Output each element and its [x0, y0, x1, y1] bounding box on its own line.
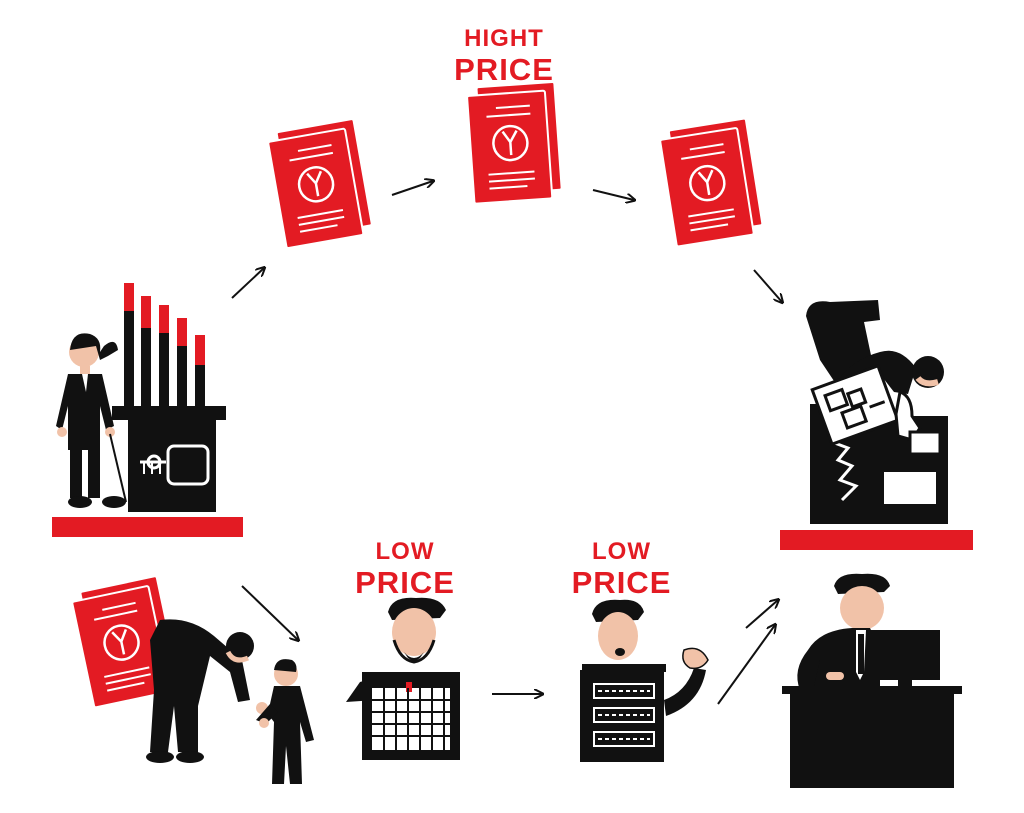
low-price-label-left: LOW PRICE	[349, 538, 461, 600]
arrow-icon	[753, 269, 782, 302]
vendor-forms-scene	[580, 599, 709, 762]
businesswoman-icon	[56, 333, 127, 508]
desk-icon	[782, 686, 962, 788]
document-icon	[657, 117, 766, 248]
arrow-icon	[241, 585, 298, 640]
computer-monitor-icon	[870, 630, 940, 692]
office-worker-icon	[797, 573, 890, 690]
vendor-calendar-scene	[346, 597, 460, 760]
high-price-line2: PRICE	[454, 52, 554, 87]
arrow-icon	[592, 189, 634, 200]
high-price-label: HIGHT PRICE	[448, 25, 560, 87]
red-platform-right	[780, 530, 973, 550]
handshake-scene	[146, 619, 314, 784]
calendar-grid-icon	[362, 672, 460, 760]
document-icon	[265, 117, 375, 250]
form-stack-icon	[580, 670, 664, 762]
low-price-left-line2: PRICE	[355, 565, 455, 600]
red-platform-left	[52, 517, 243, 537]
arrow-icon	[717, 625, 775, 705]
arrow-icon	[231, 268, 264, 299]
low-price-label-right: LOW PRICE	[564, 538, 679, 600]
arrow-icon	[391, 181, 433, 196]
bar-chart-icon	[124, 283, 205, 408]
operator-figure	[806, 300, 944, 456]
low-price-right-line1: LOW	[592, 538, 651, 565]
office-worker-scene	[782, 573, 962, 788]
arrow-icon	[745, 600, 778, 629]
document-icon	[465, 80, 564, 205]
bowing-businessman-icon	[146, 619, 268, 763]
businesswoman-vault-scene	[52, 283, 243, 537]
low-price-left-line1: LOW	[375, 538, 435, 565]
vendor-icon	[582, 599, 709, 716]
low-price-right-line2: PRICE	[571, 565, 672, 600]
vault-safe-icon	[112, 406, 226, 512]
vault-operator-scene	[780, 300, 973, 550]
high-price-line1: HIGHT	[464, 25, 544, 52]
businessman-icon	[256, 659, 314, 784]
